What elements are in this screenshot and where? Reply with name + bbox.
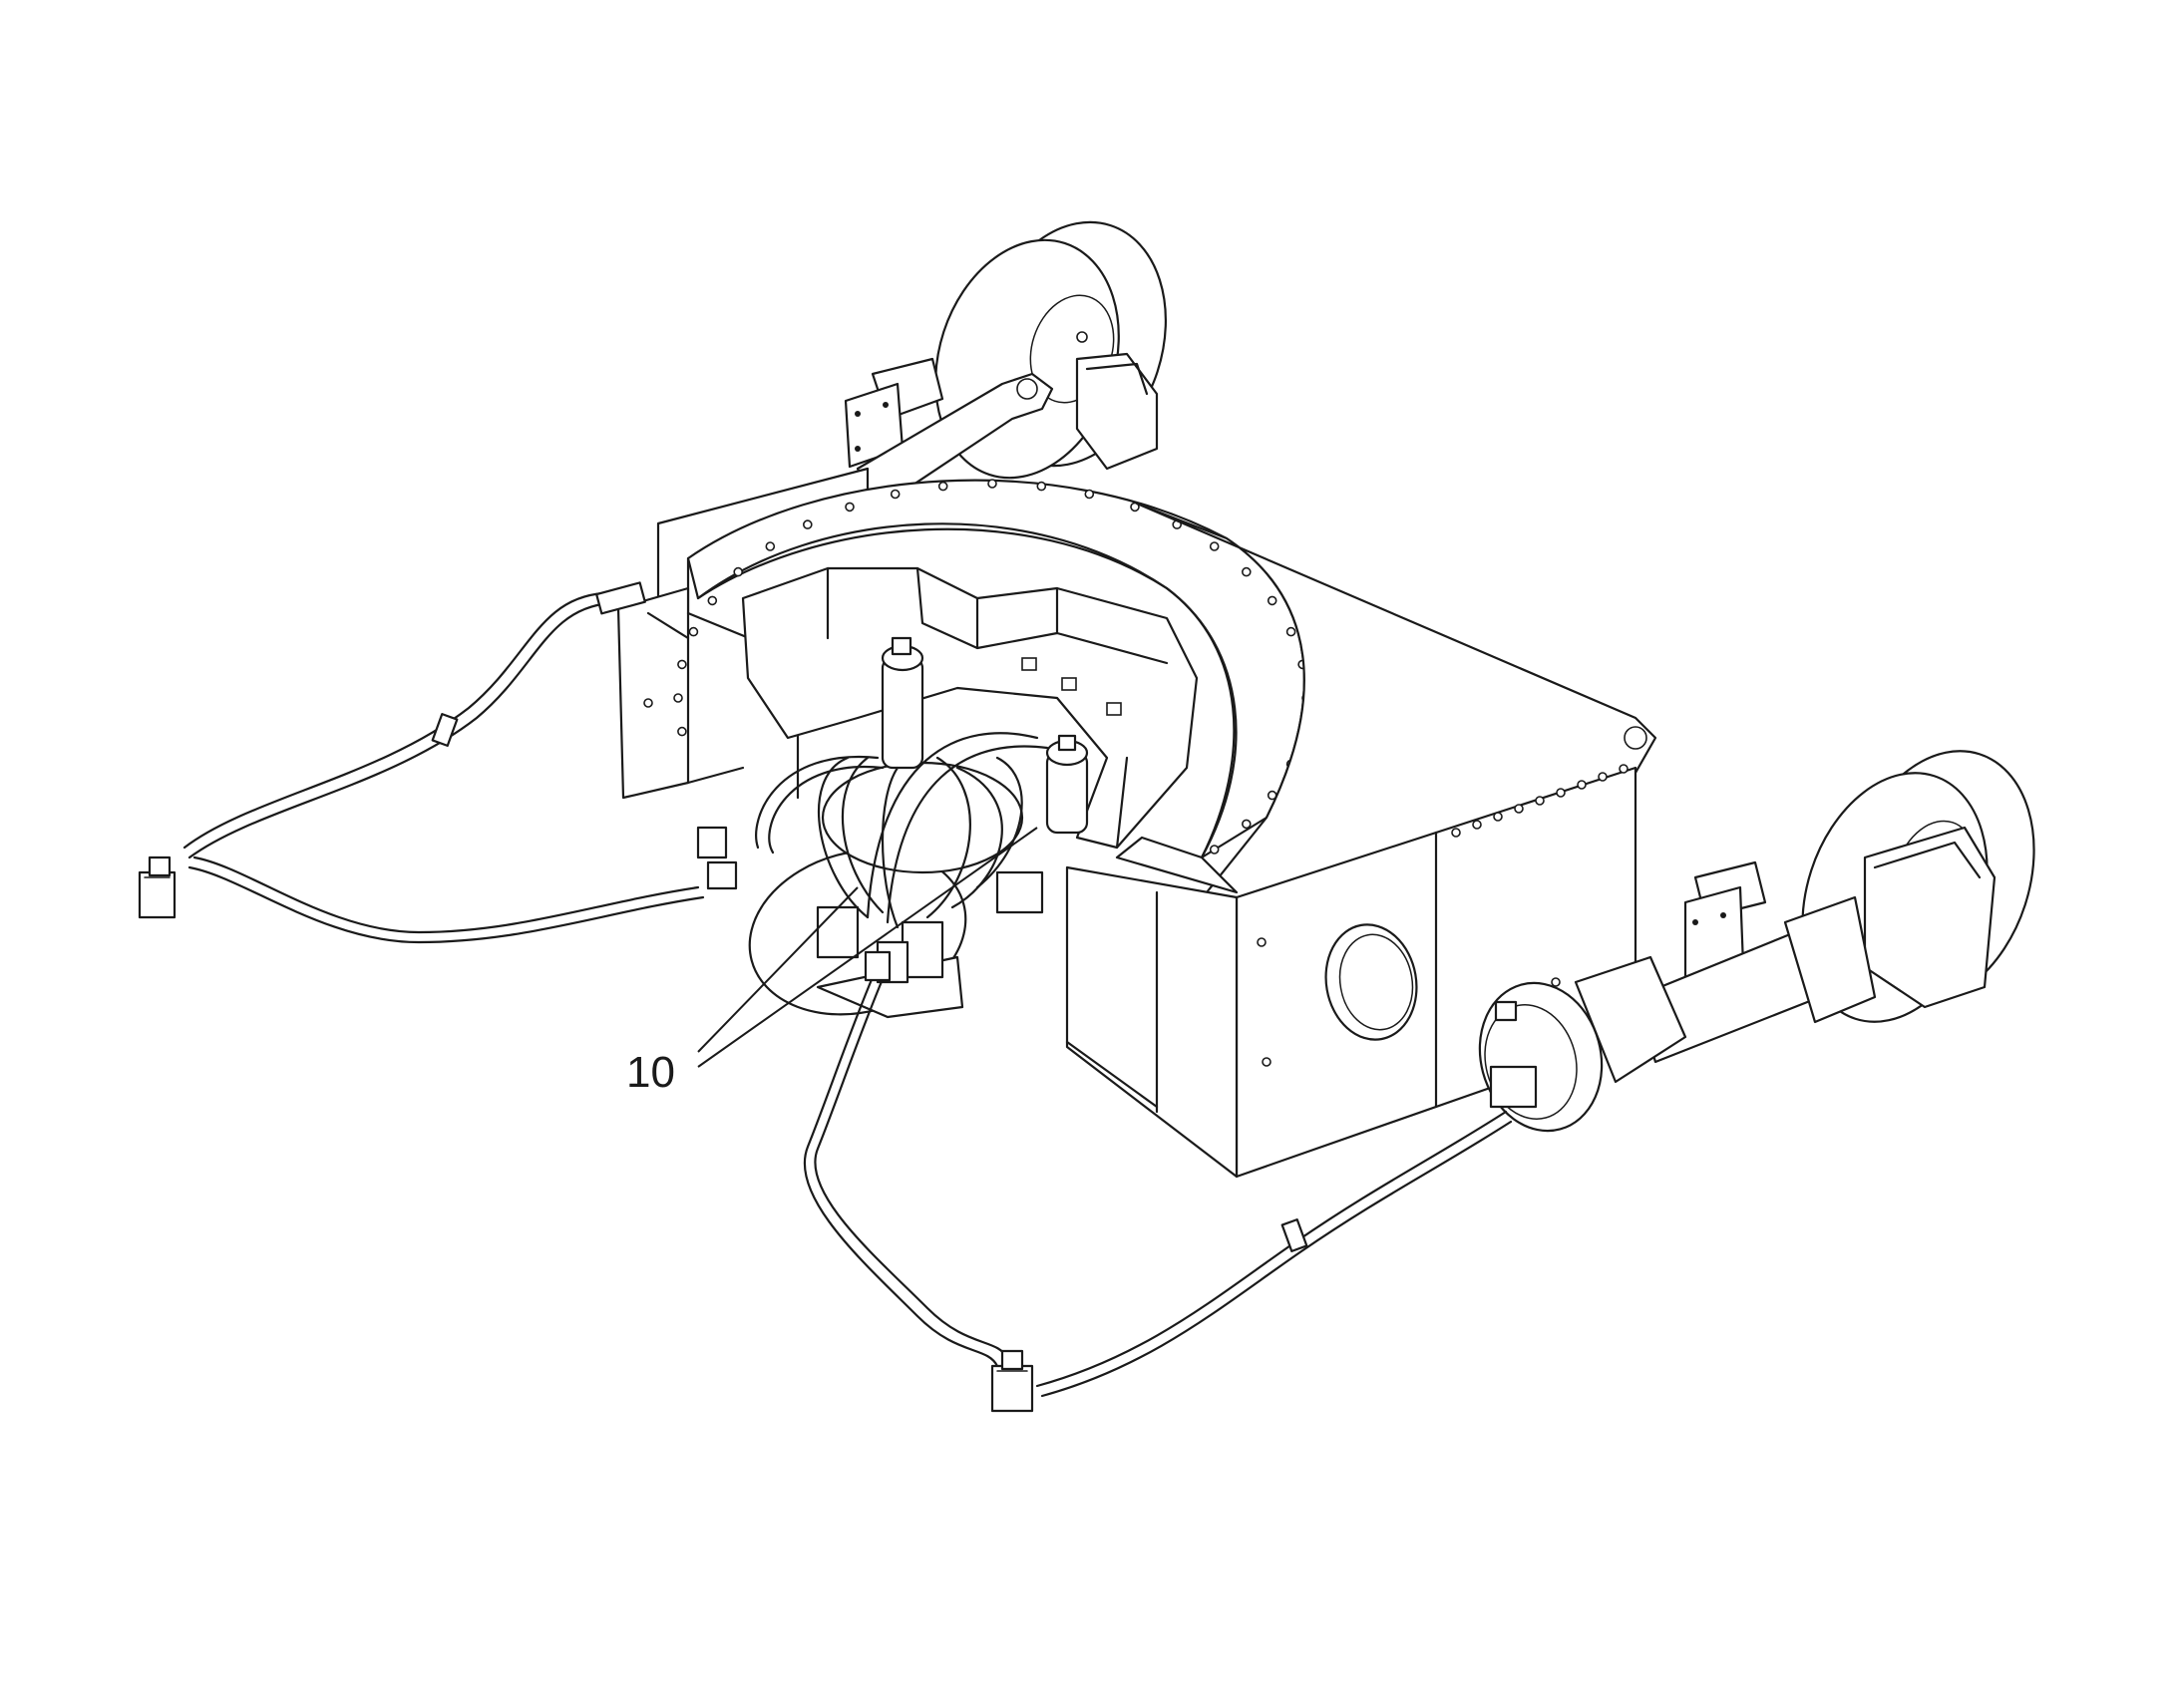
bolt-hole [1242,566,1252,577]
bolt-hole [707,595,718,606]
bolt-hole [1598,772,1608,782]
left-hose-run [138,581,705,944]
bolt-hole [1451,828,1461,838]
bolt-hole [890,489,901,500]
bolt-hole [677,726,687,737]
callout-10: 10 [626,827,1038,1097]
bolt-hole [688,626,699,637]
bolt-hole [845,502,855,512]
bolt-hole [937,481,948,492]
bolt-hole [1535,796,1545,806]
side-plate-holes [1451,764,1629,838]
bolt-hole [1285,626,1296,637]
bolt-hole [677,659,687,670]
bolt-hole [1556,788,1566,798]
bolt-hole [1514,804,1524,814]
bolt-hole [1130,502,1140,512]
bolt-hole [1493,812,1503,822]
bolt-hole [1242,819,1252,830]
bolt-hole [765,541,776,551]
bolt-hole [1472,820,1482,830]
bolt-hole [987,479,997,489]
bolt-hole [802,519,813,529]
main-frame [616,372,1657,1179]
bolt-hole [1619,764,1629,774]
bolt-hole [673,693,683,703]
callout-label: 10 [626,1048,675,1097]
bolt-hole [733,566,744,577]
bolt-hole [1267,595,1277,606]
lower-hose-run [803,950,1513,1413]
center-pivot-assembly [696,636,1089,1019]
bolt-hole [1209,541,1220,551]
front-wheel-assembly [1478,750,2035,1133]
bolt-hole [1036,481,1047,492]
bolt-hole [1209,845,1220,854]
bolt-hole [1084,489,1095,500]
bolt-hole [1577,780,1587,790]
